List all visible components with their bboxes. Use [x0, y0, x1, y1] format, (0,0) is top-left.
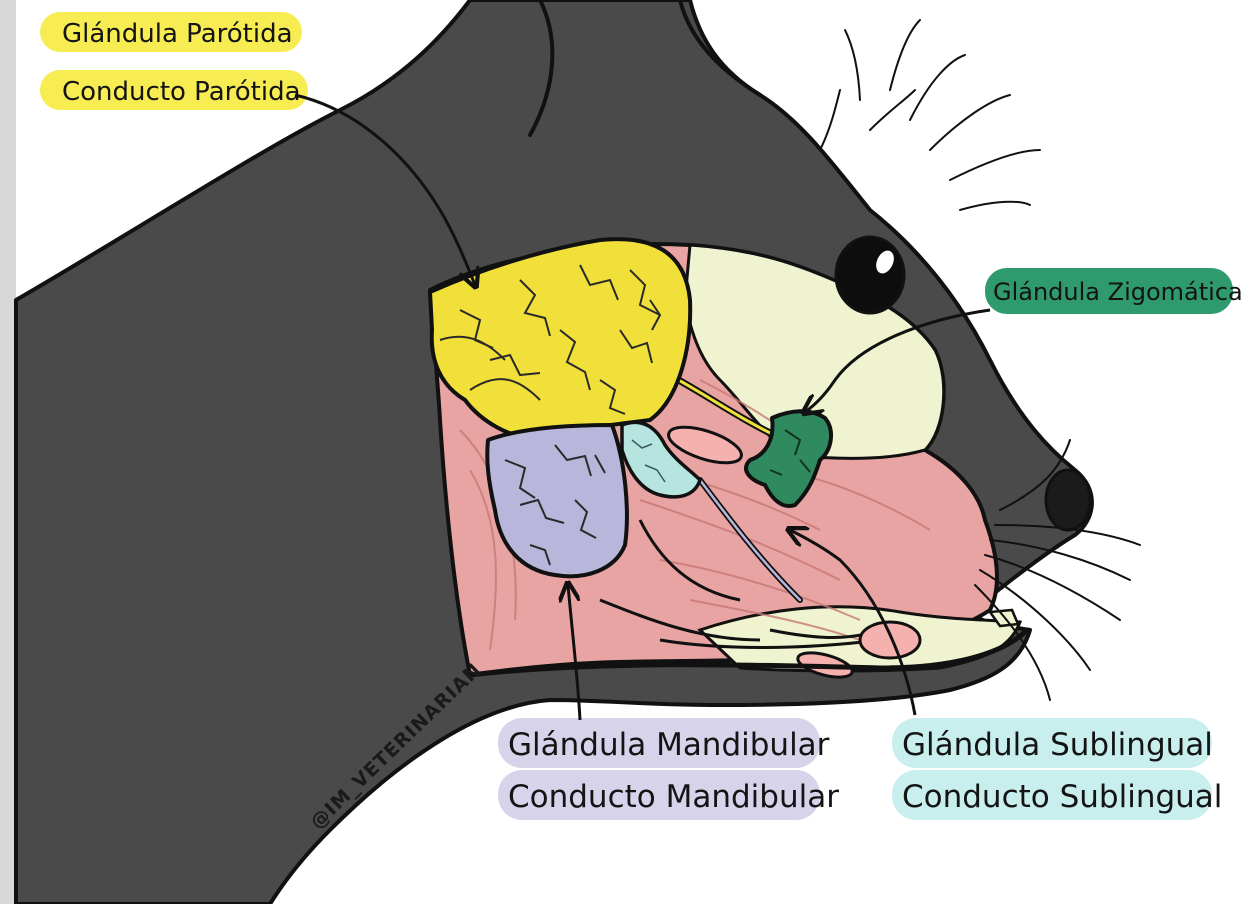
- whiskers-brow: [820, 20, 1040, 210]
- nose: [1046, 470, 1090, 530]
- left-edge-strip: [0, 0, 16, 904]
- mandibular-gland-label: Glándula Mandibular: [508, 727, 830, 763]
- tongue-tip: [860, 622, 920, 658]
- mandibular-duct-label: Conducto Mandibular: [508, 779, 839, 815]
- sublingual-gland-label: Glándula Sublingual: [902, 727, 1213, 763]
- zygomatic-gland-label: Glándula Zigomática: [993, 278, 1243, 306]
- eye: [836, 237, 904, 313]
- sublingual-duct-label: Conducto Sublingual: [902, 779, 1222, 815]
- parotid-gland-label: Glándula Parótida: [62, 19, 293, 49]
- parotid-duct-label: Conducto Parótida: [62, 77, 301, 107]
